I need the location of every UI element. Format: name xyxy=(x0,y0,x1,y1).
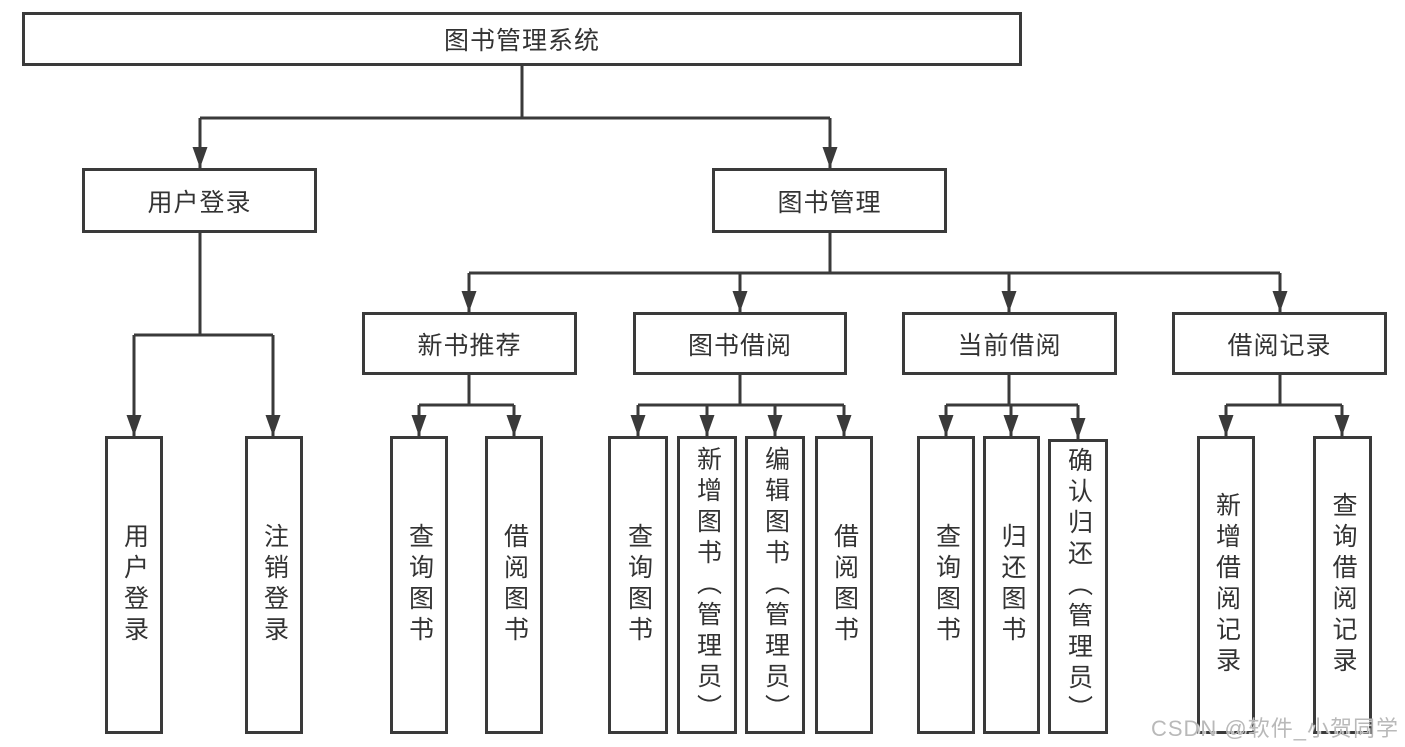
node-book-borrow: 图书借阅 xyxy=(633,312,847,375)
node-book-management: 图书管理 xyxy=(712,168,947,233)
leaf-label: 借阅图书 xyxy=(830,523,859,647)
node-leaf-add-borrow-record: 新增借阅记录 xyxy=(1197,436,1255,734)
leaf-label: 编辑图书（管理员） xyxy=(761,445,790,725)
node-borrow-records: 借阅记录 xyxy=(1172,312,1387,375)
leaf-label: 查询借阅记录 xyxy=(1329,492,1357,678)
leaf-label: 用户登录 xyxy=(120,523,149,647)
node-library-system: 图书管理系统 xyxy=(22,12,1022,66)
node-leaf-query-books-3: 查询图书 xyxy=(917,436,975,734)
leaf-label: 新增图书（管理员） xyxy=(693,445,722,725)
node-leaf-query-books-1: 查询图书 xyxy=(390,436,448,734)
node-leaf-add-books-admin: 新增图书（管理员） xyxy=(677,436,737,734)
leaf-label: 查询图书 xyxy=(932,523,961,647)
node-current-borrow: 当前借阅 xyxy=(902,312,1117,375)
node-leaf-query-borrow-record: 查询借阅记录 xyxy=(1313,436,1372,734)
node-user-login: 用户登录 xyxy=(82,168,317,233)
leaf-label: 查询图书 xyxy=(405,523,434,647)
node-leaf-confirm-return-admin: 确认归还（管理员） xyxy=(1048,439,1108,734)
leaf-label: 新增借阅记录 xyxy=(1212,492,1241,678)
leaf-label: 归还图书 xyxy=(998,523,1026,647)
node-leaf-query-books-2: 查询图书 xyxy=(608,436,668,734)
node-leaf-return-books: 归还图书 xyxy=(983,436,1040,734)
leaf-label: 注销登录 xyxy=(260,523,289,647)
node-leaf-borrow-books-2: 借阅图书 xyxy=(815,436,873,734)
leaf-label: 查询图书 xyxy=(624,523,653,647)
node-leaf-logout: 注销登录 xyxy=(245,436,303,734)
node-leaf-edit-books-admin: 编辑图书（管理员） xyxy=(745,436,805,734)
node-leaf-user-login: 用户登录 xyxy=(105,436,163,734)
leaf-label: 确认归还（管理员） xyxy=(1064,447,1093,726)
leaf-label: 借阅图书 xyxy=(500,523,529,647)
node-leaf-borrow-books-1: 借阅图书 xyxy=(485,436,543,734)
node-new-book-recommend: 新书推荐 xyxy=(362,312,577,375)
